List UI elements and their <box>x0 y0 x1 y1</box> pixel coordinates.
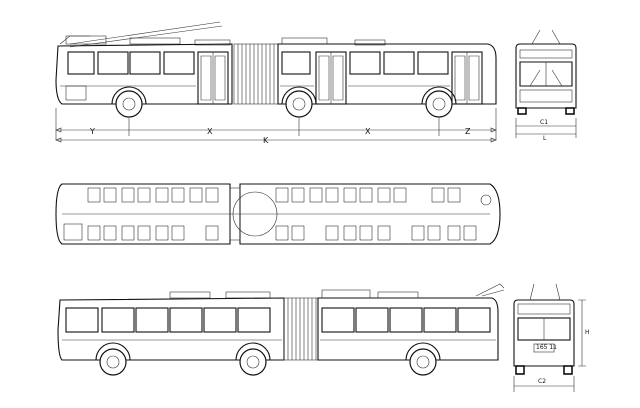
wheel-middle <box>285 90 313 118</box>
side-view-top <box>55 21 497 118</box>
dimension-z: Z <box>465 127 471 136</box>
front-view <box>515 29 577 138</box>
dimension-c1: C1 <box>540 119 548 126</box>
side-view-bottom <box>57 283 505 376</box>
wheel-rear <box>425 90 453 118</box>
license-plate: 165 11 <box>536 344 557 351</box>
dimension-l: L <box>543 135 547 142</box>
dimension-x2: X <box>365 127 371 136</box>
dimension-y: Y <box>89 127 95 136</box>
dimension-x1: X <box>207 127 213 136</box>
plan-view <box>55 183 501 245</box>
dimension-k: K <box>263 136 269 145</box>
dimension-h: H <box>585 329 590 336</box>
dimension-lines-top <box>55 108 497 143</box>
dimension-c2: C2 <box>538 378 546 385</box>
wheel-front <box>115 90 143 118</box>
rear-view <box>513 283 586 392</box>
